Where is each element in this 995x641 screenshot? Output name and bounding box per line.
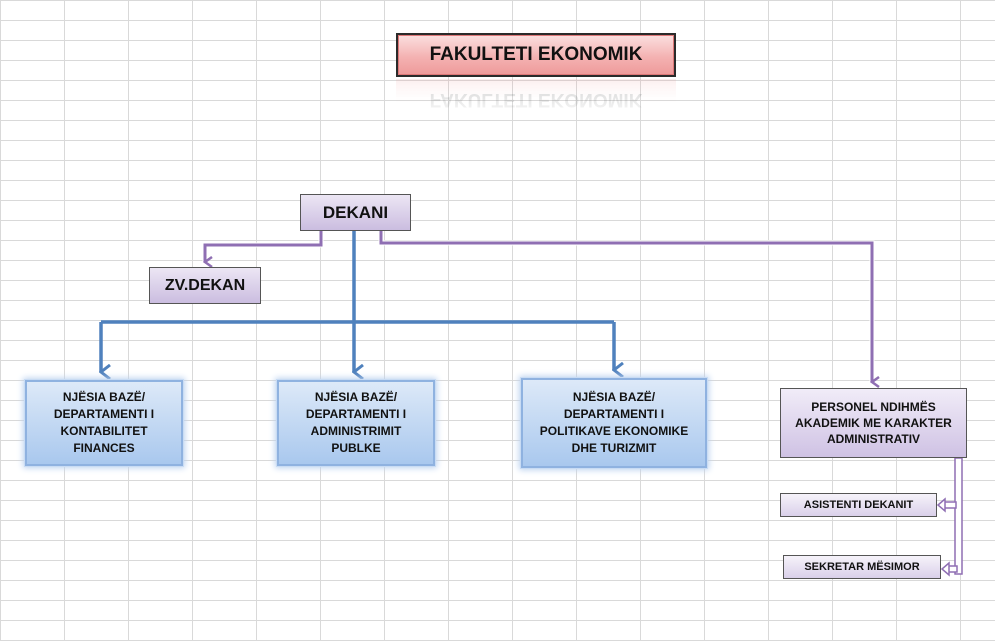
connector-dean-to-vice-dean <box>202 231 324 262</box>
faculty-title-reflection: FAKULTETI EKONOMIK <box>396 79 676 119</box>
connector-support-to-subunits <box>936 457 963 577</box>
teaching-secretary-box: SEKRETAR MËSIMOR <box>783 555 941 579</box>
department-public-administration: NJËSIA BAZË/ DEPARTAMENTI I ADMINISTRIMI… <box>277 380 435 466</box>
vice-dean-box: ZV.DEKAN <box>149 267 261 304</box>
connector-dean-to-support-staff <box>378 231 872 382</box>
support-staff-box: PERSONEL NDIHMËS AKADEMIK ME KARAKTER AD… <box>780 388 967 458</box>
dean-assistant-box: ASISTENTI DEKANIT <box>780 493 937 517</box>
dean-box: DEKANI <box>300 194 411 231</box>
connector-dean-to-departments <box>101 231 614 372</box>
department-economic-policy-tourism: NJËSIA BAZË/ DEPARTAMENTI I POLITIKAVE E… <box>521 378 707 468</box>
department-accounting-finance: NJËSIA BAZË/ DEPARTAMENTI I KONTABILITET… <box>25 380 183 466</box>
faculty-title: FAKULTETI EKONOMIK <box>396 33 676 77</box>
